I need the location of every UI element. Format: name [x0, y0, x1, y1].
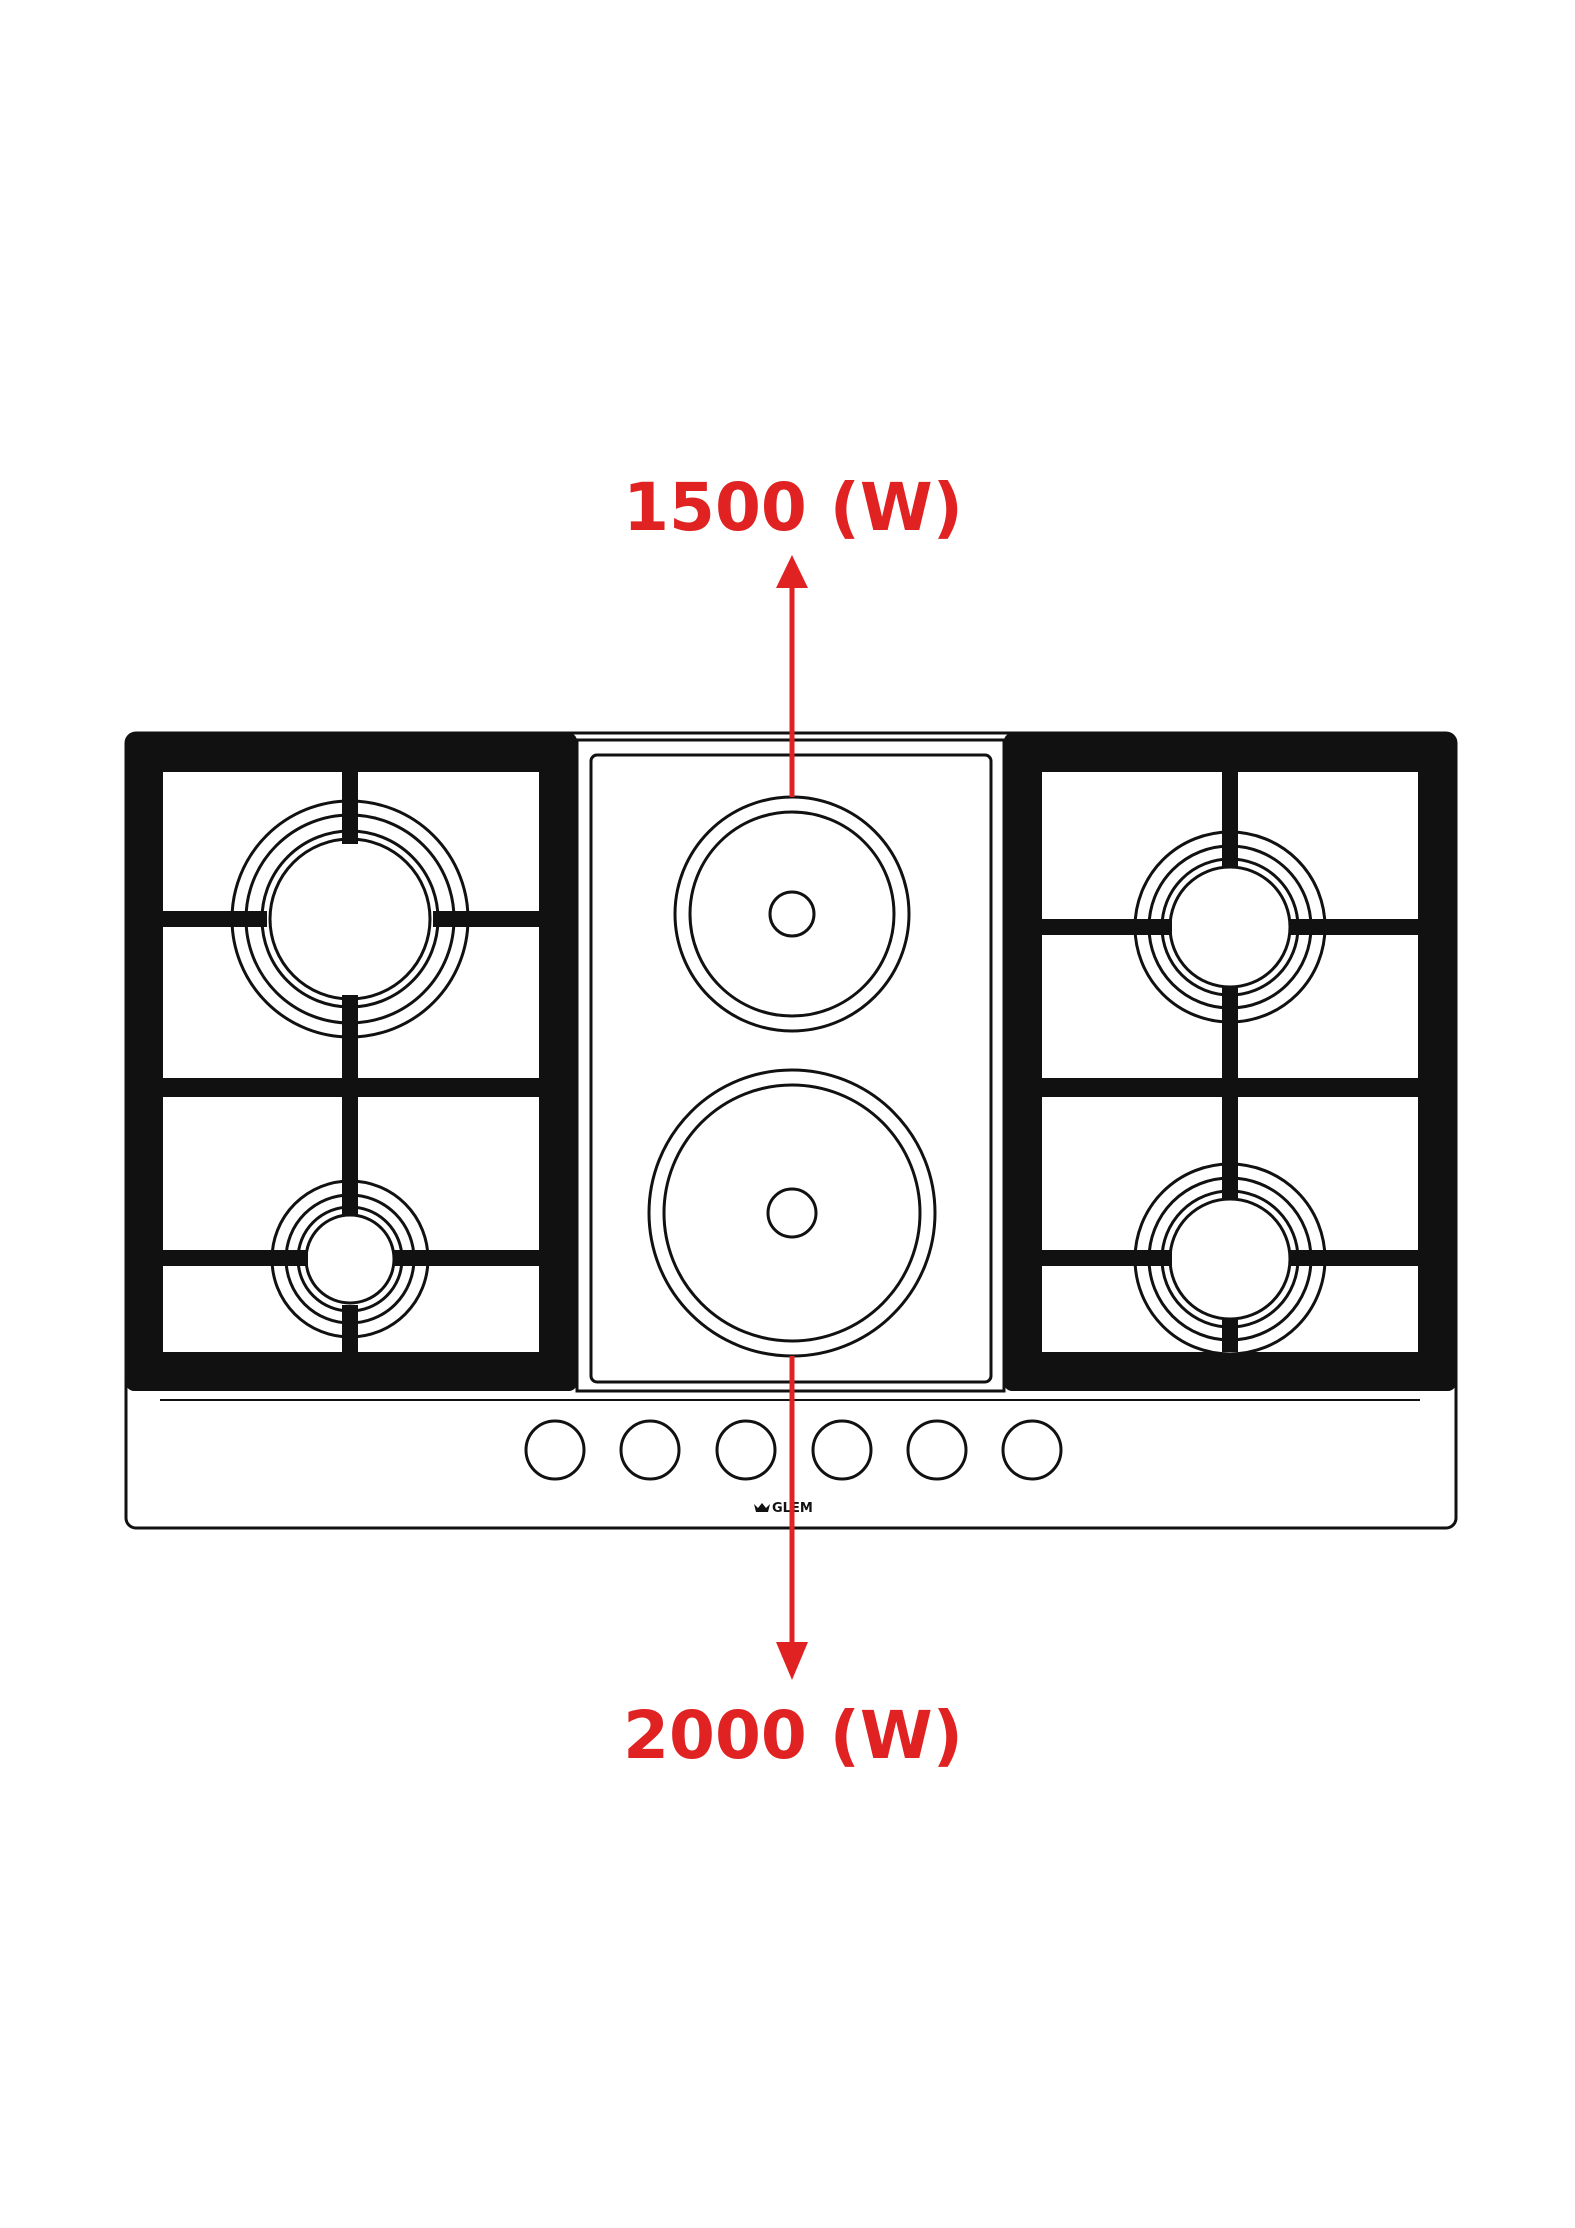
crown-icon: [754, 1503, 770, 1512]
bottom-callout: 2000 (W): [623, 1356, 963, 1774]
electric-panel: [575, 738, 1006, 1393]
top-power-label: 1500 (W): [623, 469, 963, 546]
gas-burner-left-top: [163, 772, 539, 1097]
control-knobs: [524, 1419, 1063, 1481]
bottom-arrowhead: [776, 1642, 808, 1680]
brand-logo: GLEM: [754, 1501, 813, 1516]
electric-plate-bottom: [647, 1068, 937, 1358]
electric-plate-top: [673, 795, 911, 1033]
gas-burner-right-bottom: [1042, 1097, 1418, 1356]
control-knob[interactable]: [1001, 1419, 1063, 1481]
control-knob[interactable]: [906, 1419, 968, 1481]
control-knob[interactable]: [715, 1419, 777, 1481]
top-callout: 1500 (W): [623, 469, 963, 797]
gas-burner-left-bottom: [163, 1097, 539, 1352]
control-knob[interactable]: [811, 1419, 873, 1481]
control-knob[interactable]: [524, 1419, 586, 1481]
top-arrowhead: [776, 555, 808, 588]
bottom-power-label: 2000 (W): [623, 1697, 963, 1774]
control-knob[interactable]: [619, 1419, 681, 1481]
gas-burner-right-top: [1042, 772, 1418, 1097]
